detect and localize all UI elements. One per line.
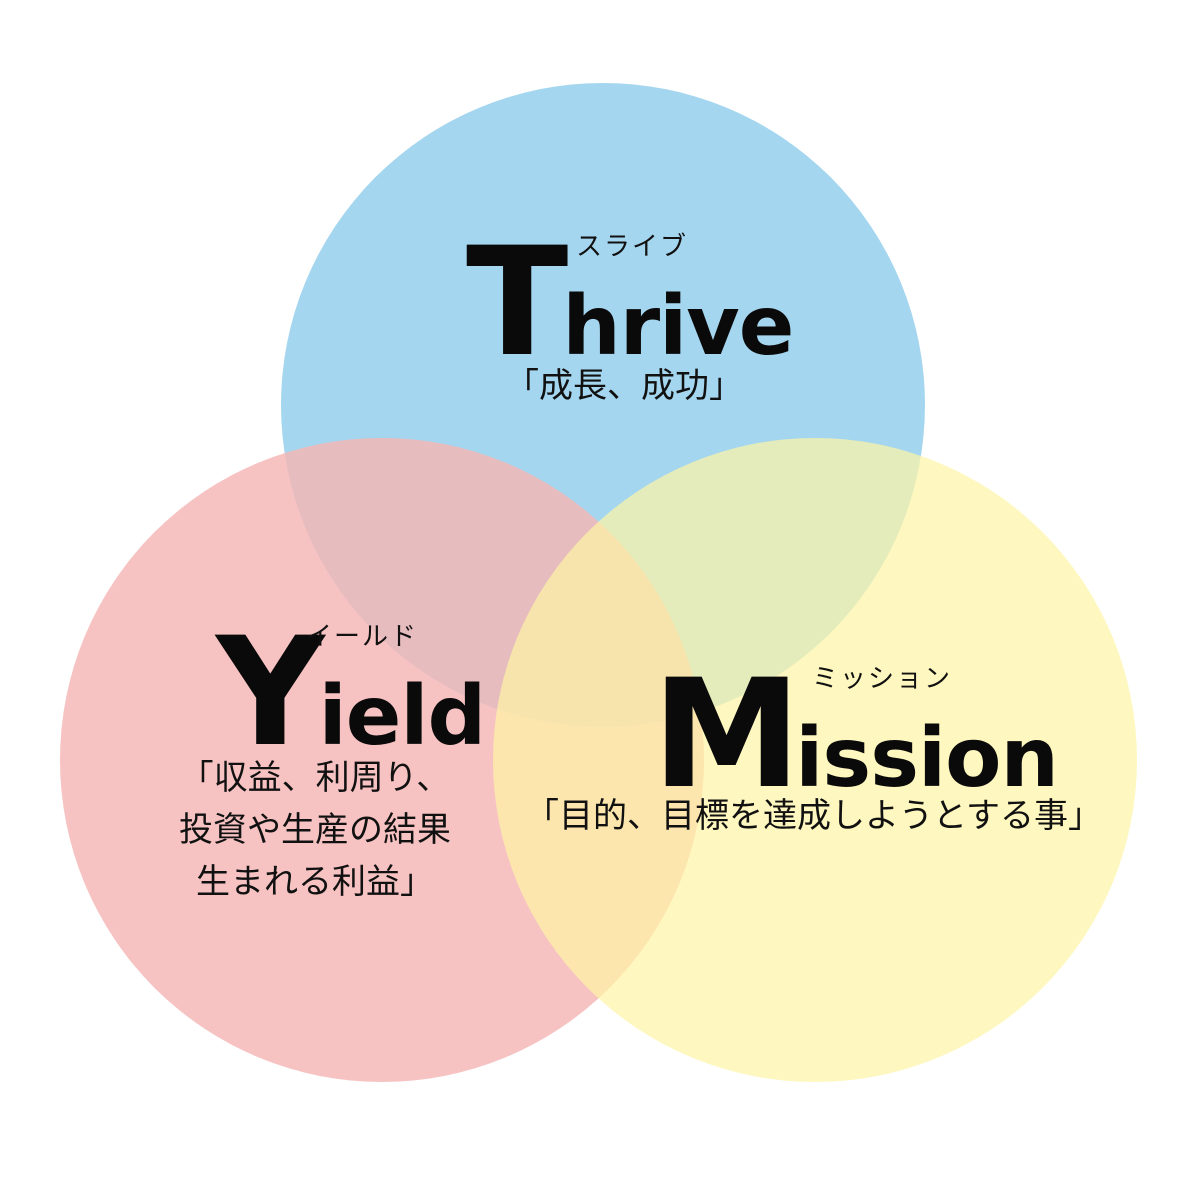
- thrive-description: 「成長、成功」: [505, 366, 743, 406]
- mission-word: Mission: [652, 660, 1059, 810]
- yield-reading: イールド: [306, 622, 419, 652]
- mission-description: 「目的、目標を達成しようとする事」: [525, 796, 1102, 836]
- thrive-initial: T: [466, 216, 568, 390]
- yield-initial: Y: [216, 606, 325, 780]
- yield-description-line: 生まれる利益」: [196, 862, 434, 902]
- yield-description: 「収益、利周り、 投資や生産の結果 生まれる利益」: [165, 752, 465, 908]
- mission-rest: ission: [795, 711, 1059, 806]
- yield-description-line: 投資や生産の結果: [179, 810, 451, 850]
- yield-description-line: 「収益、利周り、: [179, 758, 451, 798]
- yield-rest: ield: [318, 669, 487, 764]
- mission-initial: M: [652, 648, 801, 822]
- thrive-word: Thrive: [466, 228, 794, 378]
- thrive-rest: hrive: [562, 279, 794, 374]
- thrive-reading: スライブ: [576, 232, 689, 262]
- mission-circle: [493, 438, 1137, 1082]
- yield-word: Yield: [216, 618, 487, 768]
- mission-reading: ミッション: [812, 664, 953, 694]
